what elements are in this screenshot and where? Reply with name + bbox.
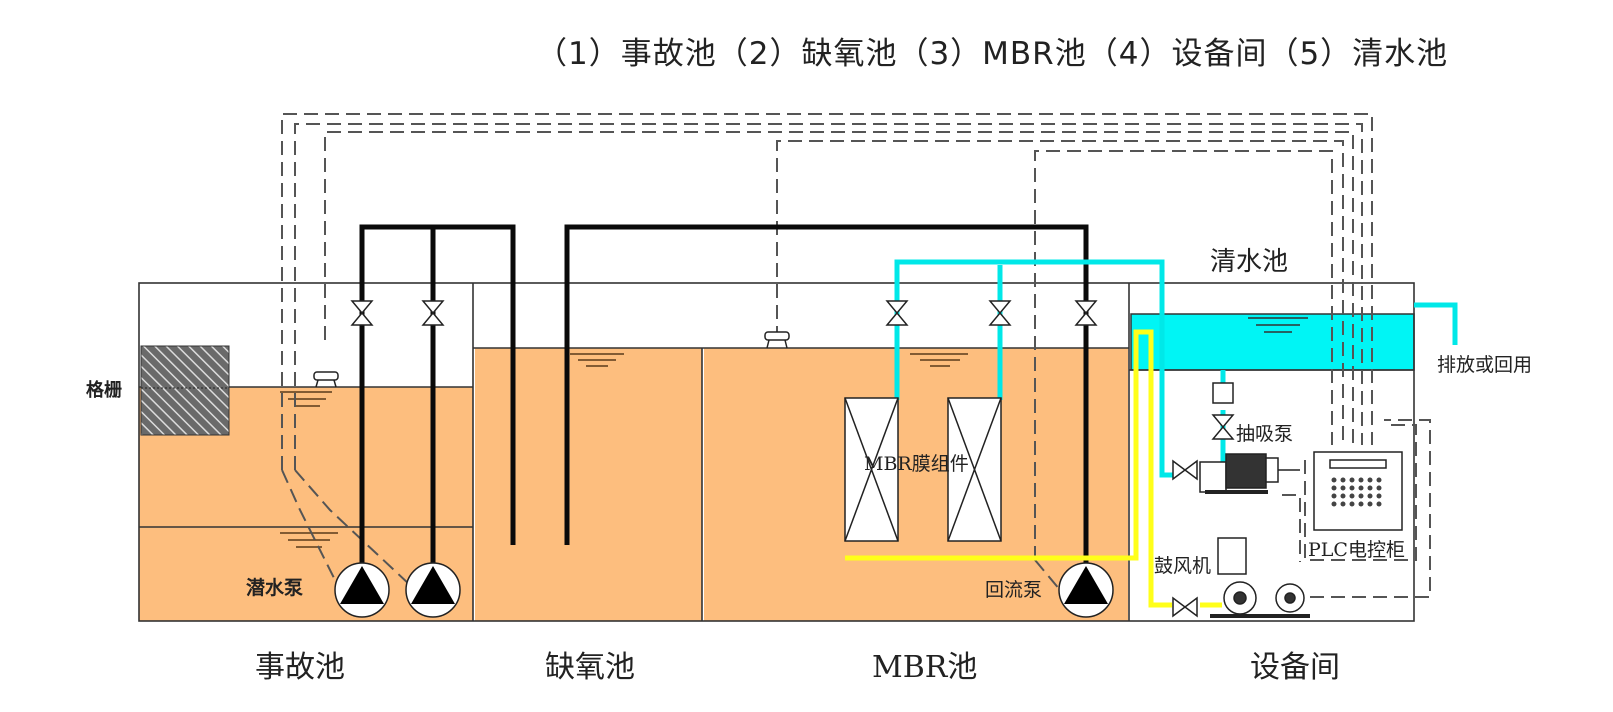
valve-icon bbox=[1172, 596, 1198, 618]
plc-key bbox=[1358, 477, 1364, 483]
plc-key bbox=[1358, 485, 1364, 491]
plc-key bbox=[1358, 493, 1364, 499]
plc-key bbox=[1376, 485, 1382, 491]
suction-pump-icon bbox=[1199, 453, 1300, 494]
air-pipe bbox=[845, 329, 1172, 608]
tank-label-anoxic: 缺氧池 bbox=[545, 650, 635, 685]
plc-key bbox=[1331, 501, 1337, 507]
valve-icon bbox=[988, 300, 1012, 326]
blower-icon bbox=[1210, 537, 1310, 618]
clear-water-tank-label: 清水池 bbox=[1210, 247, 1288, 277]
plc-key bbox=[1331, 477, 1337, 483]
return-pump-label: 回流泵 bbox=[985, 579, 1042, 601]
plc-key bbox=[1349, 501, 1355, 507]
grille-label: 格栅 bbox=[86, 379, 122, 401]
plc-key bbox=[1349, 485, 1355, 491]
grille bbox=[140, 345, 230, 436]
tank-label-accident: 事故池 bbox=[255, 650, 345, 685]
valve-icon bbox=[1211, 414, 1235, 440]
plc-cabinet-label: PLC电控柜 bbox=[1308, 539, 1405, 561]
plc-key bbox=[1367, 477, 1373, 483]
mbr-module bbox=[844, 397, 899, 542]
plc-key bbox=[1358, 501, 1364, 507]
mbr-module-label: MBR膜组件 bbox=[864, 453, 969, 475]
submersible-pump-label: 潜水泵 bbox=[246, 576, 303, 599]
clear-water-fill bbox=[1130, 313, 1415, 371]
aerator-icon bbox=[313, 371, 339, 388]
submersible-pump-icon bbox=[405, 562, 461, 618]
plc-key bbox=[1367, 485, 1373, 491]
plc-key bbox=[1367, 501, 1373, 507]
plc-cabinet-icon bbox=[1313, 451, 1403, 531]
valve-icon bbox=[1172, 459, 1198, 481]
valve-icon bbox=[885, 300, 909, 326]
plc-key bbox=[1376, 501, 1382, 507]
submersible-pump-icon bbox=[334, 562, 390, 618]
tank-label-mbr: MBR池 bbox=[872, 650, 977, 685]
plc-key bbox=[1340, 493, 1346, 499]
valve-icon bbox=[421, 300, 445, 326]
plc-key bbox=[1376, 493, 1382, 499]
valve-icon bbox=[350, 300, 374, 326]
plc-key bbox=[1340, 485, 1346, 491]
plc-key bbox=[1349, 493, 1355, 499]
mbr-module bbox=[947, 397, 1002, 542]
control-lines bbox=[281, 113, 1431, 598]
suction-pump-label: 抽吸泵 bbox=[1236, 423, 1293, 445]
plc-key bbox=[1376, 477, 1382, 483]
plc-key bbox=[1331, 493, 1337, 499]
aerator-icon bbox=[764, 331, 790, 349]
plc-key bbox=[1340, 501, 1346, 507]
flowmeter-icon bbox=[1212, 382, 1234, 404]
valves bbox=[350, 300, 1235, 618]
anoxic-tank-sludge bbox=[475, 348, 702, 621]
plc-key bbox=[1367, 493, 1373, 499]
valve-icon bbox=[1074, 300, 1098, 326]
blower-label: 鼓风机 bbox=[1154, 555, 1211, 577]
plc-key bbox=[1340, 477, 1346, 483]
tank-label-equipment: 设备间 bbox=[1250, 650, 1340, 685]
plc-key bbox=[1349, 477, 1355, 483]
sludge-pipes bbox=[359, 224, 1089, 590]
mbr-tank-sludge bbox=[704, 348, 1128, 621]
return-pump-icon bbox=[1058, 562, 1114, 618]
diagram-title: （1）事故池（2）缺氧池（3）MBR池（4）设备间（5）清水池 bbox=[536, 36, 1449, 72]
plc-key bbox=[1331, 485, 1337, 491]
discharge-label: 排放或回用 bbox=[1437, 354, 1532, 376]
